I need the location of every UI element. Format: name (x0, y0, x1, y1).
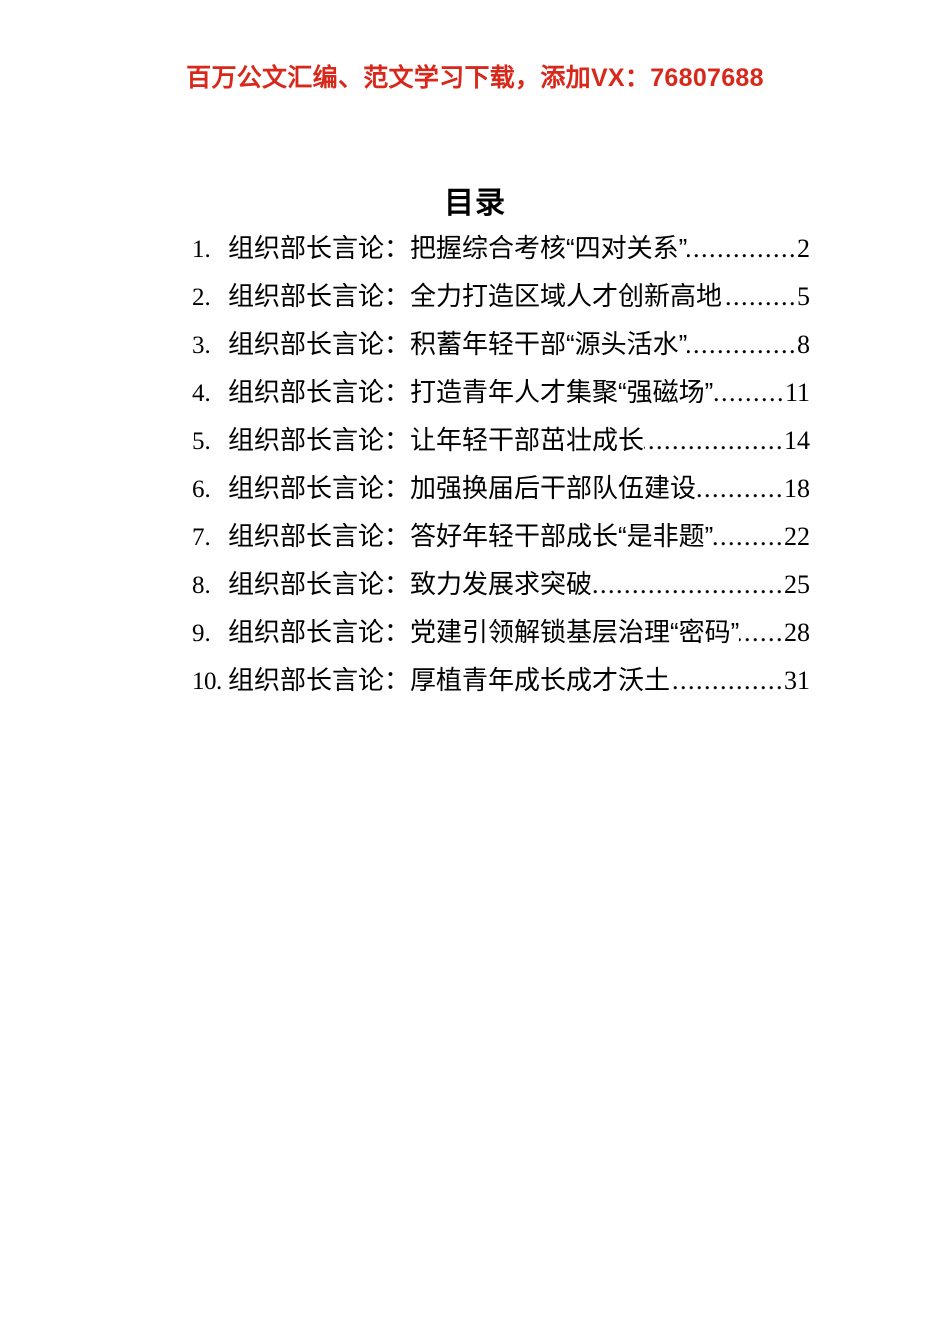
toc-entry-title: 组织部长言论：让年轻干部茁壮成长 (228, 425, 645, 455)
toc-entry[interactable]: 2. 组织部长言论：全力打造区域人才创新高地...................… (192, 276, 810, 324)
toc-entry-title: 组织部长言论：全力打造区域人才创新高地 (228, 281, 723, 311)
toc-entry-title: 组织部长言论：打造青年人才集聚“强磁场” (228, 377, 714, 407)
toc-entry[interactable]: 9. 组织部长言论：党建引领解锁基层治理“密码”.................… (192, 612, 810, 660)
toc-entry-number: 7. (192, 524, 211, 551)
toc-dot-leader: ........................................… (687, 234, 797, 263)
toc-entry[interactable]: 6. 组织部长言论：加强换届后干部队伍建设....................… (192, 468, 810, 516)
toc-entry-page-number: 28 (784, 618, 810, 647)
toc-entry-number: 4. (192, 380, 211, 407)
toc-entry-number: 10. (192, 668, 222, 695)
table-of-contents: 1. 组织部长言论：把握综合考核“四对关系”...................… (192, 228, 810, 708)
toc-entry-number: 1. (192, 236, 211, 263)
toc-entry-page-number: 2 (797, 234, 810, 263)
toc-entry-number: 8. (192, 572, 211, 599)
toc-entry-page-number: 31 (784, 666, 810, 695)
toc-entry-page-number: 14 (784, 426, 810, 455)
toc-dot-leader: ........................................… (713, 522, 784, 551)
toc-entry-number: 5. (192, 428, 211, 455)
toc-entry-page-number: 8 (797, 330, 810, 359)
toc-entry[interactable]: 4. 组织部长言论：打造青年人才集聚“强磁场”..................… (192, 372, 810, 420)
toc-entry-page-number: 18 (784, 474, 810, 503)
toc-entry-page-number: 22 (784, 522, 810, 551)
toc-dot-leader: ........................................… (687, 330, 797, 359)
toc-dot-leader: ........................................… (739, 618, 784, 647)
promo-header-text: 百万公文汇编、范文学习下载，添加VX：76807688 (186, 64, 764, 92)
toc-entry-title: 组织部长言论：积蓄年轻干部“源头活水” (228, 329, 688, 359)
toc-dot-leader: ........................................… (713, 378, 785, 407)
toc-entry[interactable]: 10.组织部长言论：厚植青年成长成才沃土....................… (192, 660, 810, 708)
toc-entry-title: 组织部长言论：党建引领解锁基层治理“密码” (228, 617, 740, 647)
toc-entry-title: 组织部长言论：厚植青年成长成才沃土 (228, 665, 671, 695)
toc-entry-page-number: 25 (784, 570, 810, 599)
toc-entry-title: 组织部长言论：致力发展求突破 (228, 569, 593, 599)
toc-entry-title: 组织部长言论：答好年轻干部成长“是非题” (228, 521, 714, 551)
toc-entry-title: 组织部长言论：把握综合考核“四对关系” (228, 233, 688, 263)
toc-dot-leader: ........................................… (722, 282, 797, 311)
toc-entry-page-number: 5 (797, 282, 810, 311)
toc-dot-leader: ........................................… (592, 570, 784, 599)
toc-entry-number: 3. (192, 332, 211, 359)
toc-entry-number: 9. (192, 620, 211, 647)
toc-dot-leader: ........................................… (644, 426, 784, 455)
toc-entry-page-number: 11 (784, 378, 810, 407)
toc-entry[interactable]: 5. 组织部长言论：让年轻干部茁壮成长......................… (192, 420, 810, 468)
toc-dot-leader: ........................................… (670, 666, 784, 695)
toc-entry[interactable]: 3. 组织部长言论：积蓄年轻干部“源头活水”...................… (192, 324, 810, 372)
toc-entry-number: 6. (192, 476, 211, 503)
toc-dot-leader: ........................................… (696, 474, 784, 503)
toc-entry-number: 2. (192, 284, 211, 311)
toc-entry-title: 组织部长言论：加强换届后干部队伍建设 (228, 473, 697, 503)
toc-entry[interactable]: 7. 组织部长言论：答好年轻干部成长“是非题”..................… (192, 516, 810, 564)
page-title: 目录 (444, 187, 506, 220)
toc-entry[interactable]: 1. 组织部长言论：把握综合考核“四对关系”...................… (192, 228, 810, 276)
toc-entry[interactable]: 8. 组织部长言论：致力发展求突破........................… (192, 564, 810, 612)
